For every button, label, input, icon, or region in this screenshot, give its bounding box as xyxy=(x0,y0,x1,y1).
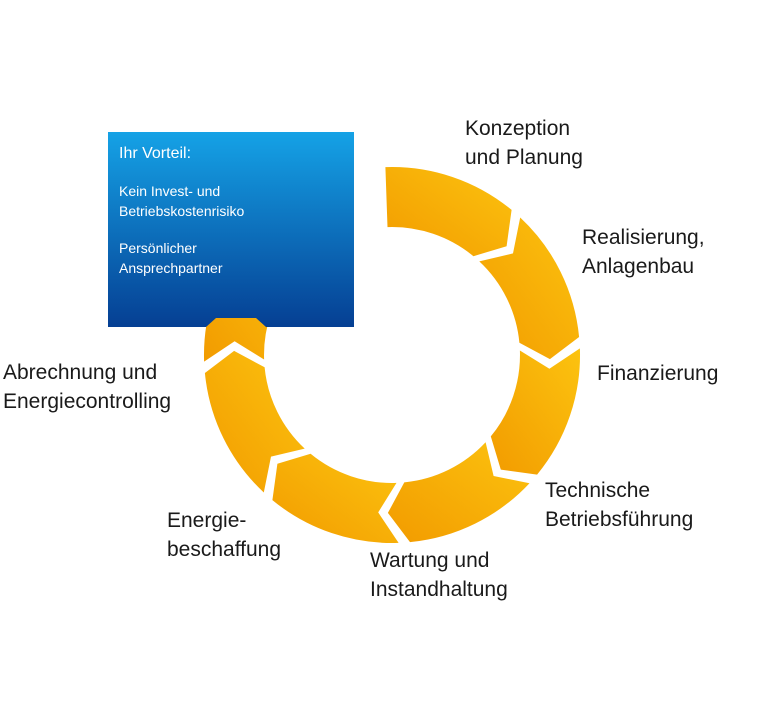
info-item-line: Persönlicher xyxy=(119,240,197,256)
advantage-info-box: Ihr Vorteil: Kein Invest- und Betriebsko… xyxy=(108,132,354,327)
step-label-betriebsfuehrung: Technische Betriebsführung xyxy=(545,476,693,534)
step-label-konzeption: Konzeption und Planung xyxy=(465,114,583,172)
step-label-line: Konzeption xyxy=(465,117,571,140)
info-box-text: Ihr Vorteil: Kein Invest- und Betriebsko… xyxy=(119,143,349,295)
info-item-contact: Persönlicher Ansprechpartner xyxy=(119,238,349,278)
cycle-arrow-segment xyxy=(385,166,512,257)
info-item-line: Kein Invest- und xyxy=(119,183,221,199)
step-label-line: Realisierung, xyxy=(582,226,705,249)
step-label-finanzierung: Finanzierung xyxy=(597,359,718,388)
step-label-line: Instandhaltung xyxy=(370,578,508,601)
cycle-arrow-segment xyxy=(479,217,580,360)
step-label-line: Finanzierung xyxy=(597,362,719,385)
cycle-arrow-segment xyxy=(490,348,581,475)
step-label-line: und Planung xyxy=(465,146,583,169)
info-box-shape xyxy=(108,132,354,327)
step-label-abrechnung: Abrechnung und Energiecontrolling xyxy=(3,358,171,416)
info-box-background xyxy=(108,132,354,327)
step-label-line: Betriebsführung xyxy=(545,508,694,531)
info-item-line: Ansprechpartner xyxy=(119,260,223,276)
step-label-line: beschaffung xyxy=(167,538,282,561)
step-label-line: Energiecontrolling xyxy=(3,390,172,413)
step-label-realisierung: Realisierung, Anlagenbau xyxy=(582,223,705,281)
step-label-wartung: Wartung und Instandhaltung xyxy=(370,546,508,604)
step-label-line: Anlagenbau xyxy=(582,255,695,278)
cycle-arrow-segment xyxy=(387,442,530,543)
cycle-arrow-segment xyxy=(272,453,399,544)
info-item-line: Betriebskostenrisiko xyxy=(119,203,245,219)
step-label-line: Wartung und xyxy=(370,549,490,572)
step-label-line: Technische xyxy=(545,479,651,502)
step-label-line: Energie- xyxy=(167,509,247,532)
info-item-risk: Kein Invest- und Betriebskostenrisiko xyxy=(119,181,349,221)
step-label-line: Abrechnung und xyxy=(3,361,158,384)
info-box-title: Ihr Vorteil: xyxy=(119,145,192,162)
step-label-energiebeschaffung: Energie- beschaffung xyxy=(167,506,281,564)
cycle-arrow-segment xyxy=(204,350,305,493)
